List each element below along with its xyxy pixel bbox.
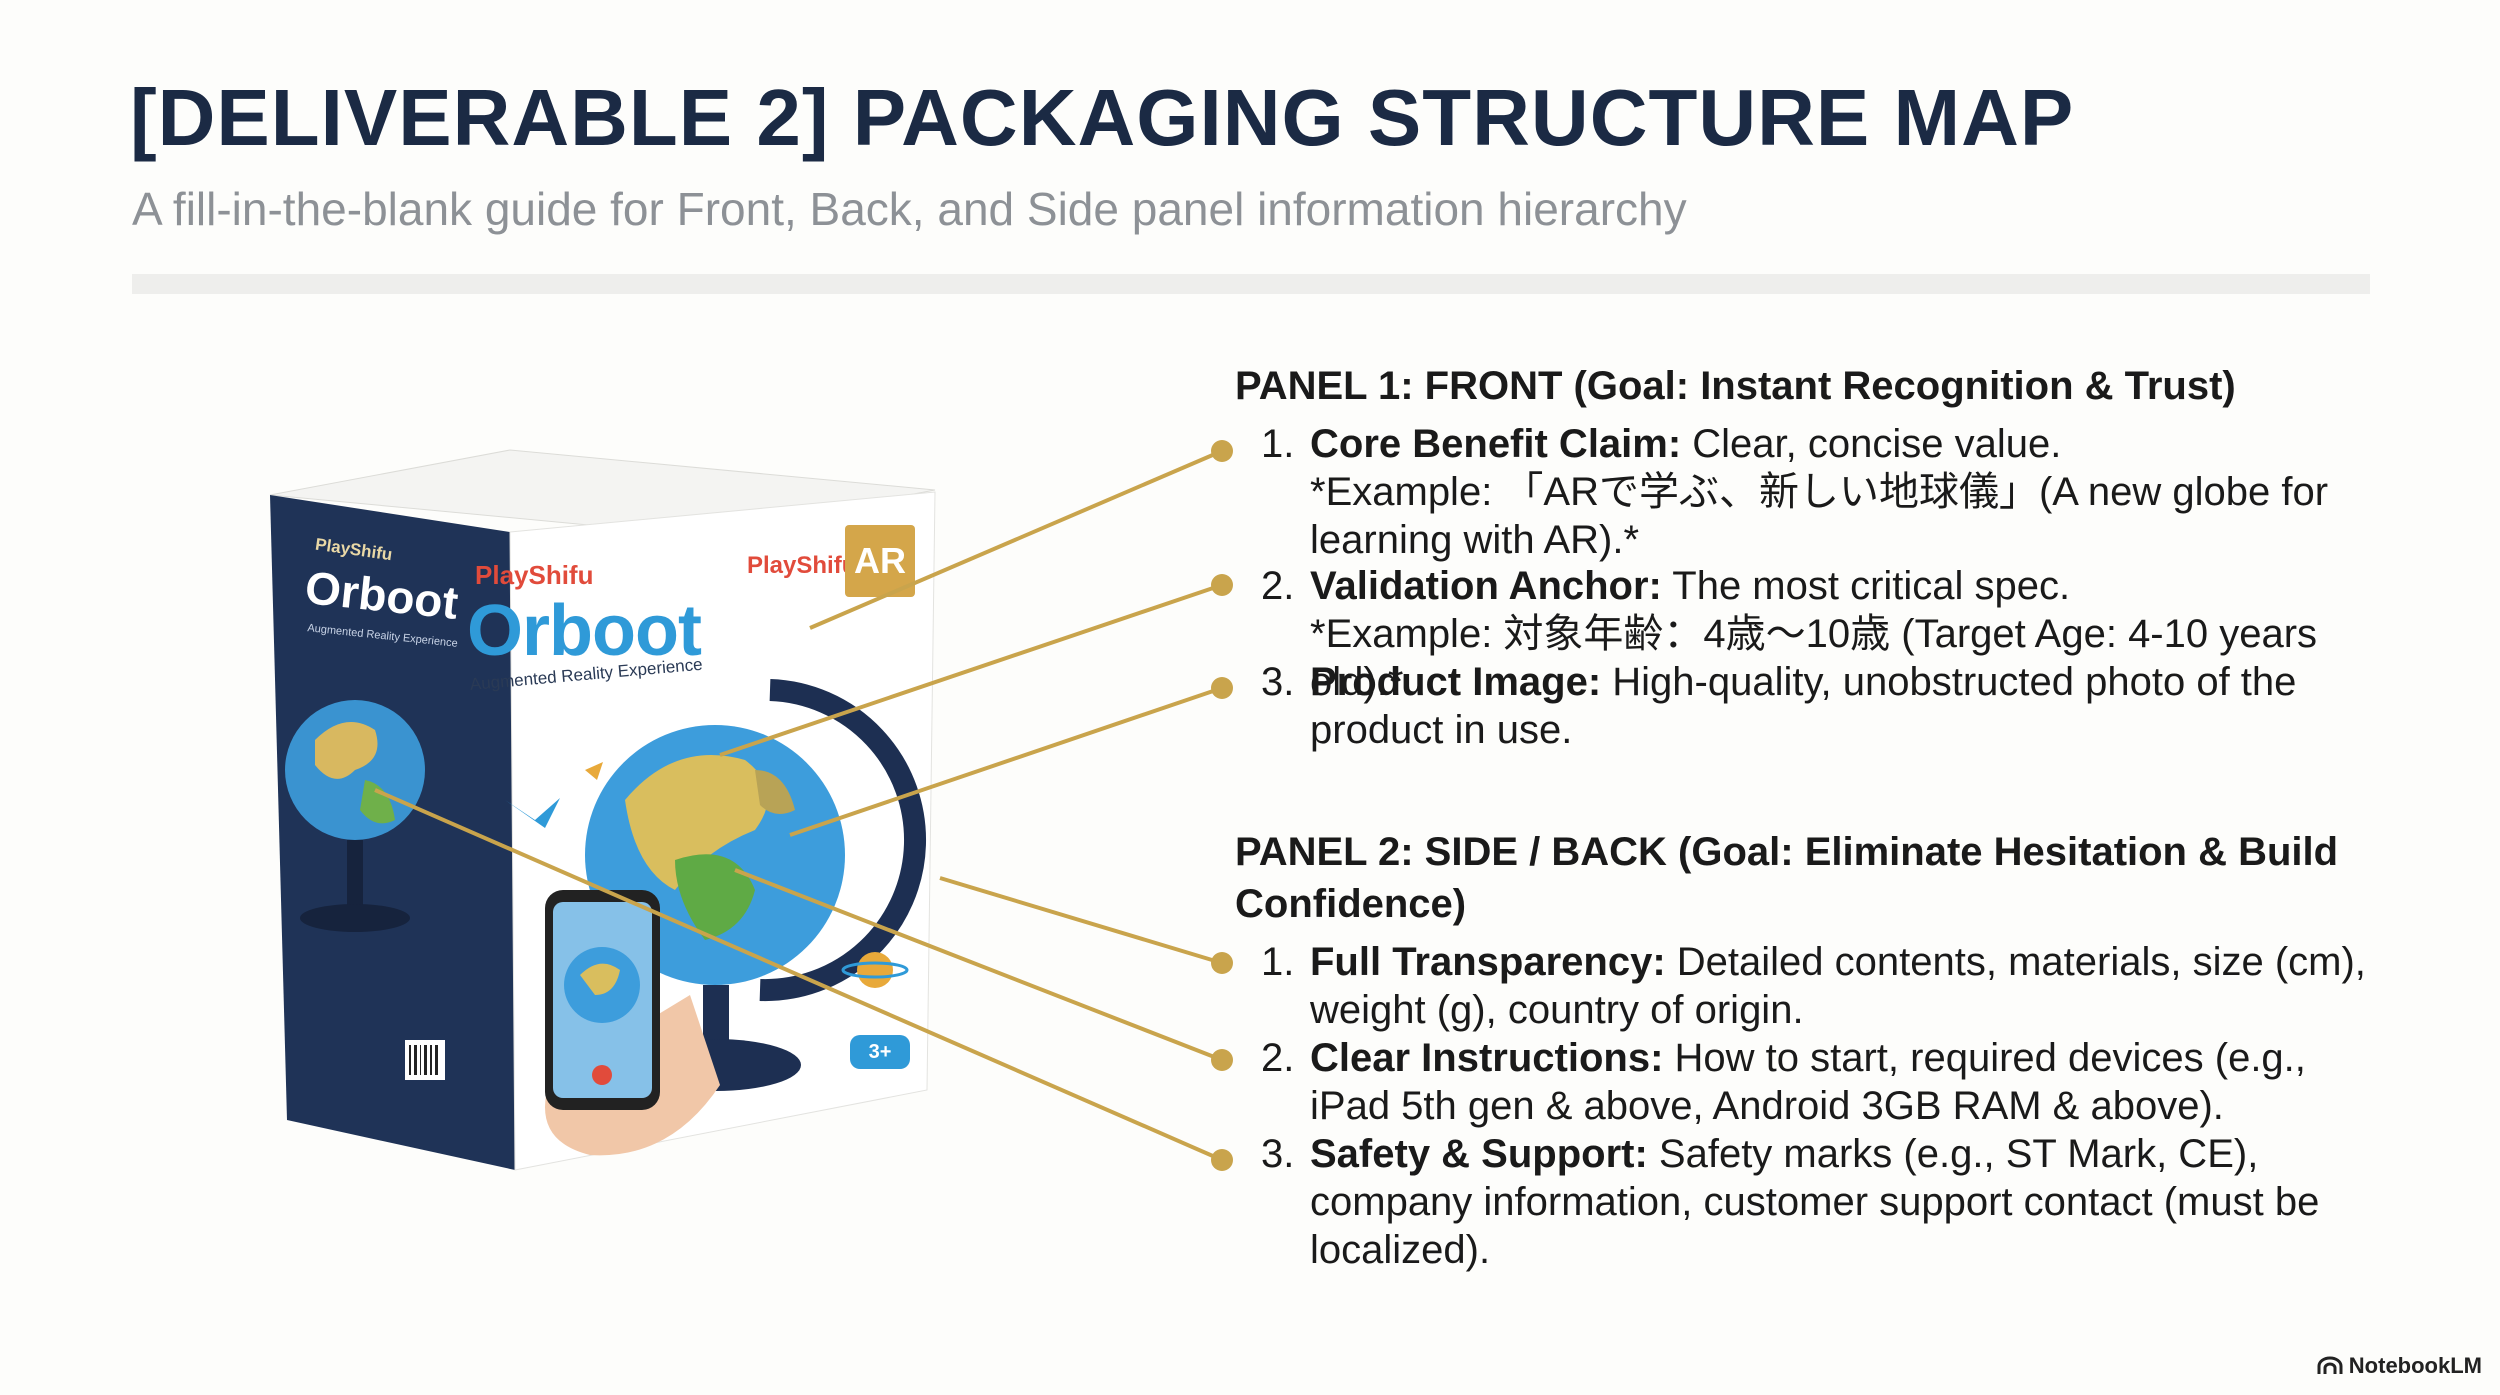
item-number: 2. — [1261, 1036, 1295, 1080]
item-text: High-quality, unobstructed photo of the … — [1310, 660, 2297, 752]
item-label: Clear Instructions: — [1310, 1036, 1664, 1080]
page-subtitle: A fill-in-the-blank guide for Front, Bac… — [132, 183, 1687, 235]
ar-badge: AR — [845, 525, 915, 597]
item-number: 1. — [1261, 940, 1295, 984]
item-number: 3. — [1261, 1132, 1295, 1176]
notebooklm-icon — [2317, 1356, 2343, 1374]
product-box-image: PlayShifu AR PlayShifu Orboot Augmented … — [255, 440, 975, 1180]
panel2-heading: PANEL 2: SIDE / BACK (Goal: Eliminate He… — [1235, 830, 2339, 926]
item-text: Clear, concise value. — [1681, 422, 2062, 466]
item-label: Product Image: — [1310, 660, 1602, 704]
item-text: How to start, required devices (e.g., iP… — [1310, 1036, 2306, 1128]
box-front-logo: Orboot — [467, 591, 702, 671]
footer-label: NotebookLM — [2348, 1353, 2482, 1378]
connector-line — [939, 876, 1223, 965]
box-top-brand: PlayShifu — [747, 552, 857, 579]
bullet-dot — [1211, 1049, 1233, 1071]
item-label: Core Benefit Claim: — [1310, 422, 1682, 466]
bullet-dot — [1211, 677, 1233, 699]
footer-brand: NotebookLM — [2317, 1353, 2482, 1379]
bullet-dot — [1211, 440, 1233, 462]
panel1-heading: PANEL 1: FRONT (Goal: Instant Recognitio… — [1235, 364, 2236, 408]
item-example: *Example: 「ARで学ぶ、新しい地球儀」(A new globe for… — [1310, 470, 2329, 562]
panel1-item-1: 1. Core Benefit Claim: Clear, concise va… — [1235, 420, 2385, 564]
panel2-item-3: 3. Safety & Support: Safety marks (e.g.,… — [1235, 1130, 2385, 1274]
panel1-item-2: 2. Validation Anchor: The most critical … — [1235, 562, 2385, 706]
item-text: The most critical spec. — [1661, 564, 2071, 608]
panel2-item-1: 1. Full Transparency: Detailed contents,… — [1235, 938, 2385, 1034]
panel2-item-2: 2. Clear Instructions: How to start, req… — [1235, 1034, 2385, 1130]
item-number: 1. — [1261, 422, 1295, 466]
box-front-brand: PlayShifu — [475, 560, 594, 590]
bullet-dot — [1211, 574, 1233, 596]
item-number: 2. — [1261, 564, 1295, 608]
item-label: Safety & Support: — [1310, 1132, 1648, 1176]
item-text: Safety marks (e.g., ST Mark, CE), compan… — [1310, 1132, 2320, 1272]
item-number: 3. — [1261, 660, 1295, 704]
panel1-item-3: 3. Product Image: High-quality, unobstru… — [1235, 658, 2385, 754]
age-badge: 3+ — [850, 1035, 910, 1069]
item-text: Detailed contents, materials, size (cm),… — [1310, 940, 2366, 1032]
bullet-dot — [1211, 952, 1233, 974]
item-label: Validation Anchor: — [1310, 564, 1662, 608]
page-title: [DELIVERABLE 2] PACKAGING STRUCTURE MAP — [130, 73, 2075, 162]
divider — [132, 274, 2370, 294]
bullet-dot — [1211, 1149, 1233, 1171]
item-example: *Example: 対象年齢：4歳〜10歳 (Target Age: 4-10 … — [1310, 612, 2318, 704]
item-label: Full Transparency: — [1310, 940, 1666, 984]
